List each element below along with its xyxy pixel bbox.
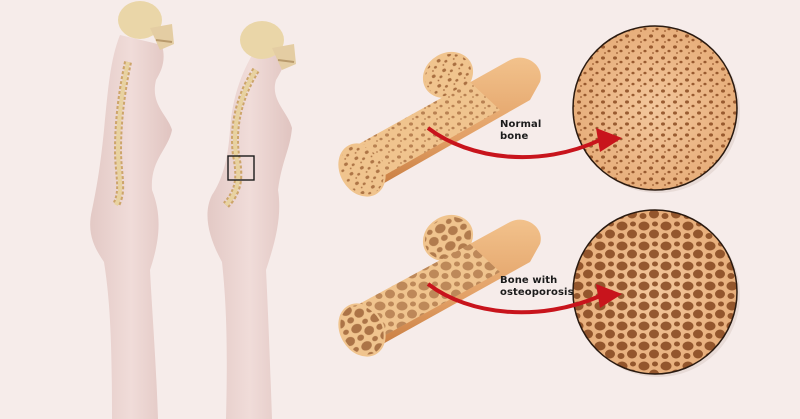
normal-bone-section [338,51,541,197]
osteoporosis-bone-section [338,214,541,357]
label-line: Bone with [500,275,558,286]
label-bone-with-osteoporosis: Bone with osteoporosis [500,275,574,299]
normal-bone-magnified [572,25,740,193]
highlight-box [227,155,255,181]
body-silhouette [207,50,292,419]
label-normal-bone: Normal bone [500,119,541,143]
body-silhouette [90,35,172,419]
label-line: osteoporosis [500,287,574,298]
arrow-osteoporosis [426,282,622,315]
skull [118,1,174,50]
figure-healthy-posture [90,1,174,419]
skull [240,21,296,70]
osteoporosis-bone-magnified [572,209,740,377]
label-line: Normal [500,119,542,130]
label-line: bone [500,131,529,142]
figure-osteoporosis-posture [207,21,296,419]
arrow-normal [426,126,622,160]
